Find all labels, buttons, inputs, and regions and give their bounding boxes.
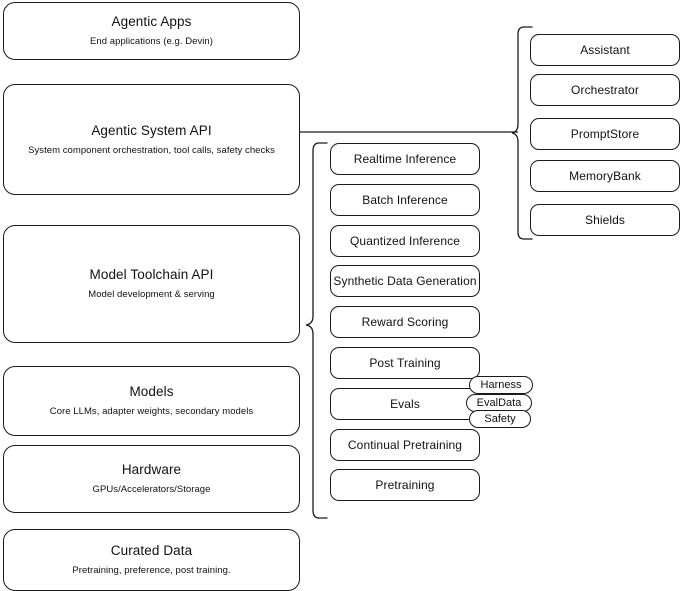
layer-title: Agentic Apps	[111, 14, 192, 30]
toolchain-component-quantized-inference[interactable]: Quantized Inference	[330, 225, 480, 257]
layer-title: Curated Data	[110, 543, 193, 559]
toolchain-component-realtime-inference[interactable]: Realtime Inference	[330, 143, 480, 175]
toolchain-component-label: Quantized Inference	[350, 234, 460, 248]
layer-box-models[interactable]: Models Core LLMs, adapter weights, secon…	[3, 366, 300, 436]
eval-badge-label: EvalData	[476, 397, 522, 409]
layer-subtitle: System component orchestration, tool cal…	[28, 144, 275, 156]
system-component-promptstore[interactable]: PromptStore	[530, 118, 680, 150]
layer-box-curated-data[interactable]: Curated Data Pretraining, preference, po…	[3, 529, 300, 591]
system-component-label: MemoryBank	[569, 169, 641, 183]
toolchain-component-label: Continual Pretraining	[347, 438, 463, 452]
layer-title: Models	[129, 384, 174, 400]
layer-box-model-toolchain-api[interactable]: Model Toolchain API Model development & …	[3, 225, 300, 343]
toolchain-component-label: Batch Inference	[362, 193, 448, 207]
layer-title: Agentic System API	[91, 122, 212, 138]
eval-badge-safety[interactable]: Safety	[469, 410, 531, 428]
system-component-label: Shields	[584, 213, 626, 227]
system-component-label: Assistant	[580, 43, 630, 57]
layer-box-agentic-apps[interactable]: Agentic Apps End applications (e.g. Devi…	[3, 2, 300, 60]
system-component-memorybank[interactable]: MemoryBank	[530, 160, 680, 192]
toolchain-component-label: Reward Scoring	[361, 315, 449, 329]
toolchain-component-label: Realtime Inference	[353, 152, 457, 166]
toolchain-component-pretraining[interactable]: Pretraining	[330, 469, 480, 501]
system-component-orchestrator[interactable]: Orchestrator	[530, 74, 680, 106]
toolchain-component-synthetic-data-generation[interactable]: Synthetic Data Generation	[330, 265, 480, 297]
toolchain-component-label: Synthetic Data Generation	[333, 274, 477, 288]
system-component-label: PromptStore	[570, 127, 640, 141]
toolchain-component-evals[interactable]: Evals	[330, 388, 480, 420]
brace-toolchain-components	[305, 142, 329, 520]
layer-title: Model Toolchain API	[89, 267, 214, 283]
eval-badge-label: Harness	[480, 379, 522, 391]
layer-subtitle: Pretraining, preference, post training.	[72, 565, 231, 577]
eval-badge-label: Safety	[484, 413, 516, 425]
eval-badge-harness[interactable]: Harness	[469, 376, 533, 394]
toolchain-component-label: Post Training	[369, 356, 441, 370]
connector-line-system-api	[300, 126, 522, 138]
layer-box-hardware[interactable]: Hardware GPUs/Accelerators/Storage	[3, 445, 300, 513]
system-component-label: Orchestrator	[571, 83, 639, 97]
layer-subtitle: Model development & serving	[88, 289, 215, 301]
eval-badge-evaldata[interactable]: EvalData	[466, 394, 532, 412]
layer-title: Hardware	[121, 462, 182, 478]
layer-subtitle: Core LLMs, adapter weights, secondary mo…	[49, 406, 254, 418]
toolchain-component-reward-scoring[interactable]: Reward Scoring	[330, 306, 480, 338]
toolchain-component-label: Evals	[390, 397, 420, 411]
layer-subtitle: End applications (e.g. Devin)	[90, 36, 213, 48]
layer-box-agentic-system-api[interactable]: Agentic System API System component orch…	[3, 84, 300, 195]
toolchain-component-label: Pretraining	[375, 478, 435, 492]
system-component-shields[interactable]: Shields	[530, 204, 680, 236]
system-component-assistant[interactable]: Assistant	[530, 34, 680, 66]
toolchain-component-post-training[interactable]: Post Training	[330, 347, 480, 379]
layer-subtitle: GPUs/Accelerators/Storage	[92, 484, 211, 496]
toolchain-component-batch-inference[interactable]: Batch Inference	[330, 184, 480, 216]
toolchain-component-continual-pretraining[interactable]: Continual Pretraining	[330, 429, 480, 461]
